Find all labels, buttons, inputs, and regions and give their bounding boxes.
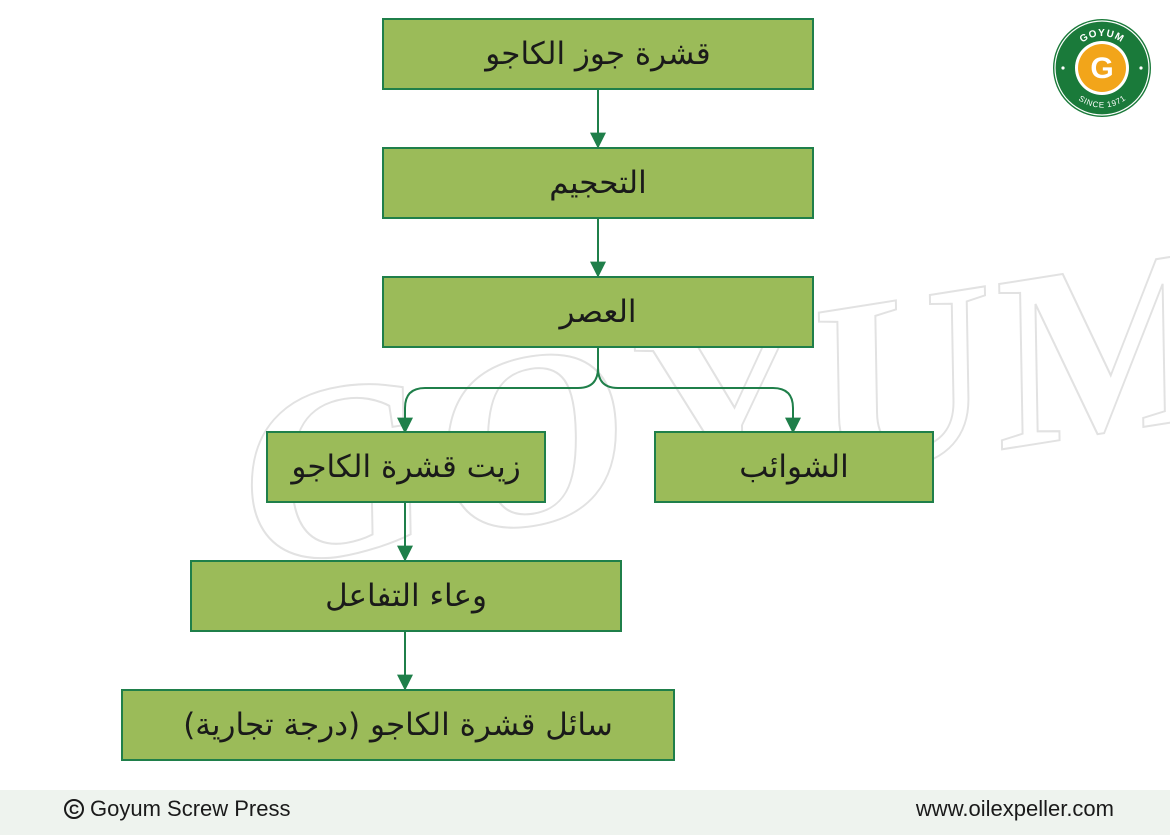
footer-bar: C Goyum Screw Press www.oilexpeller.com — [0, 790, 1170, 835]
svg-text:G: G — [1090, 52, 1113, 85]
step-reaction-vessel: وعاء التفاعل — [190, 560, 622, 632]
footer-company-name: Goyum Screw Press — [90, 796, 291, 821]
step-cashew-shell-oil: زيت قشرة الكاجو — [266, 431, 546, 503]
goyum-logo-icon: G GOYUM SINCE 1971 — [1051, 17, 1153, 119]
copyright-icon: C — [64, 799, 84, 819]
step-pressing: العصر — [382, 276, 814, 348]
footer-website-link[interactable]: www.oilexpeller.com — [915, 796, 1114, 821]
step-cashew-shell: قشرة جوز الكاجو — [382, 18, 814, 90]
step-impurities: الشوائب — [654, 431, 934, 503]
arrow-step3-right — [597, 367, 801, 434]
arrow-step3-left — [397, 347, 599, 434]
footer-copyright: C Goyum Screw Press — [64, 796, 291, 822]
step-sizing: التحجيم — [382, 147, 814, 219]
step-commercial-grade-liquid: سائل قشرة الكاجو (درجة تجارية) — [121, 689, 675, 761]
svg-text:GOYUM: GOYUM — [1078, 28, 1126, 45]
